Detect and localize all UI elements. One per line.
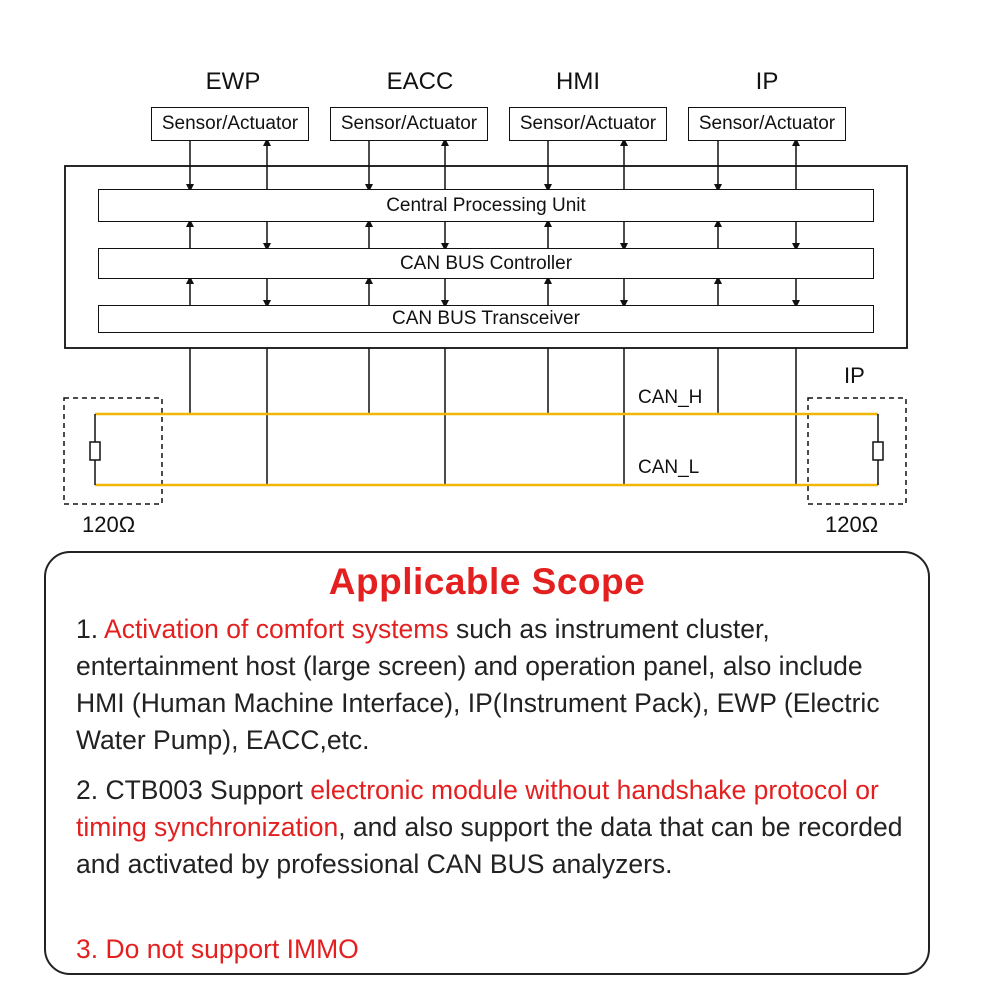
sensor-actuator-box-ip: Sensor/Actuator xyxy=(688,107,846,141)
module-label-ewp: EWP xyxy=(205,68,261,95)
sensor-actuator-box-eacc: Sensor/Actuator xyxy=(330,107,488,141)
bus-drop-wires xyxy=(189,348,797,485)
sensor-actuator-box-ewp: Sensor/Actuator xyxy=(151,107,309,141)
applicable-scope-panel: Applicable Scope 1. Activation of comfor… xyxy=(44,551,930,975)
scope-item-2-prefix: 2. CTB003 Support xyxy=(76,775,311,805)
left-terminator-box xyxy=(63,397,163,505)
scope-item-2: 2. CTB003 Support electronic module with… xyxy=(76,772,916,883)
scope-item-2-highlight: electronic module without handshake prot… xyxy=(76,775,879,842)
left-resistor-value: 120Ω xyxy=(82,512,136,537)
scope-item-2-text: , and also support the data that can be … xyxy=(76,812,903,879)
can-bus-transceiver: CAN BUS Transceiver xyxy=(98,305,874,333)
can-bus-diagram xyxy=(63,138,908,505)
can-h-label: CAN_H xyxy=(638,387,703,408)
central-processing-unit: Central Processing Unit xyxy=(98,189,874,222)
left-resistor xyxy=(89,441,101,461)
module-label-ip: IP xyxy=(755,68,779,95)
ecu-frame xyxy=(64,165,908,349)
signal-arrows xyxy=(186,138,800,308)
can-bus-controller: CAN BUS Controller xyxy=(98,248,874,279)
scope-title: Applicable Scope xyxy=(328,561,646,602)
right-resistor xyxy=(872,441,884,461)
scope-item-1-prefix: 1. xyxy=(76,614,105,644)
module-label-hmi: HMI xyxy=(556,68,600,95)
scope-item-1: 1. Activation of comfort systems such as… xyxy=(76,611,916,759)
sensor-actuator-box-hmi: Sensor/Actuator xyxy=(509,107,667,141)
module-label-eacc: EACC xyxy=(386,68,454,95)
right-resistor-value: 120Ω xyxy=(825,512,879,537)
scope-item-1-highlight: Activation of comfort systems xyxy=(104,614,449,644)
scope-item-3: 3. Do not support IMMO xyxy=(76,934,359,964)
right-node-label: IP xyxy=(844,363,865,388)
scope-item-1-text: such as instrument cluster, entertainmen… xyxy=(76,614,880,755)
right-terminator-box xyxy=(807,397,907,505)
can-l-label: CAN_L xyxy=(638,457,700,478)
